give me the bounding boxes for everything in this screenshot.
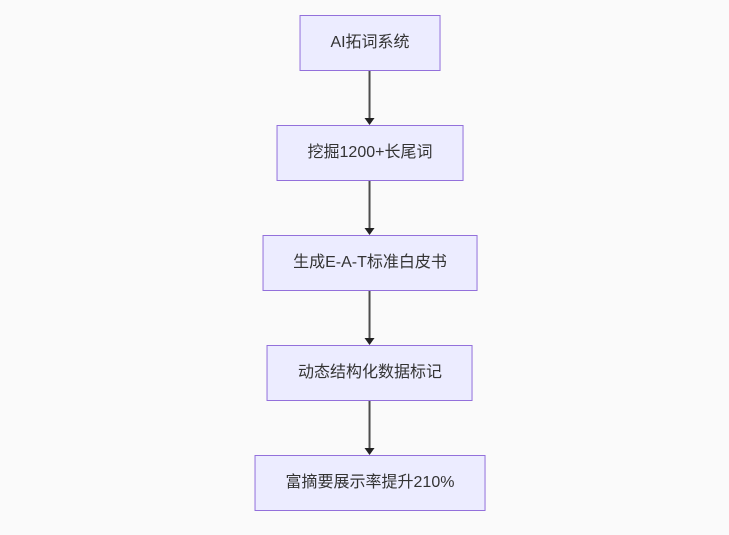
- flow-node-5: 富摘要展示率提升210%: [254, 455, 486, 511]
- arrow-connector: [365, 71, 375, 125]
- arrow-line: [369, 401, 371, 449]
- arrow-line: [369, 181, 371, 229]
- flow-node-4: 动态结构化数据标记: [266, 345, 473, 401]
- flowchart: AI拓词系统挖掘1200+长尾词生成E-A-T标准白皮书动态结构化数据标记富摘要…: [254, 15, 486, 511]
- arrow-connector: [365, 291, 375, 345]
- arrowhead-down-icon: [365, 448, 375, 455]
- arrow-connector: [365, 181, 375, 235]
- flow-node-2: 挖掘1200+长尾词: [276, 125, 464, 181]
- flow-node-label: 富摘要展示率提升210%: [285, 474, 455, 491]
- flow-node-label: 生成E-A-T标准白皮书: [293, 254, 447, 271]
- flow-node-label: 挖掘1200+长尾词: [307, 144, 433, 161]
- arrow-line: [369, 291, 371, 339]
- arrowhead-down-icon: [365, 118, 375, 125]
- arrow-connector: [365, 401, 375, 455]
- flow-node-label: AI拓词系统: [330, 34, 410, 51]
- flow-node-3: 生成E-A-T标准白皮书: [262, 235, 478, 291]
- arrowhead-down-icon: [365, 228, 375, 235]
- arrow-line: [369, 71, 371, 119]
- flow-node-label: 动态结构化数据标记: [297, 364, 442, 381]
- flow-node-1: AI拓词系统: [299, 15, 441, 71]
- arrowhead-down-icon: [365, 338, 375, 345]
